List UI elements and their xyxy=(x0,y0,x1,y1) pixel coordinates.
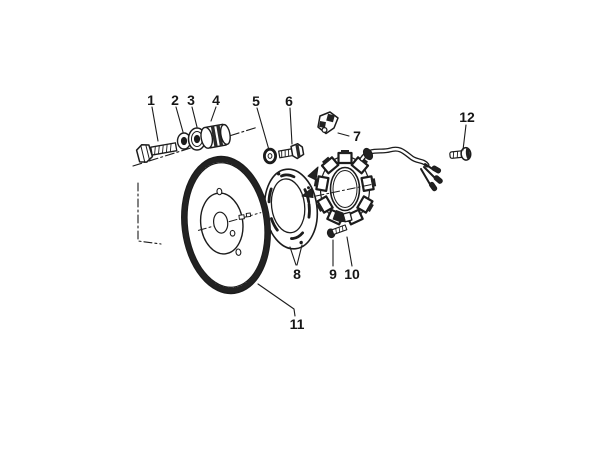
cable-grommet xyxy=(362,147,374,161)
part-number-label-4: 4 xyxy=(212,92,220,108)
part-washer-small xyxy=(176,132,192,150)
part-small-screw xyxy=(326,215,348,239)
center-bore xyxy=(213,211,229,234)
part-stator xyxy=(301,150,377,226)
part-number-label-6: 6 xyxy=(285,93,293,109)
part-number-label-12: 12 xyxy=(459,109,475,125)
part-number-label-9: 9 xyxy=(329,266,337,282)
part-number-label-8: 8 xyxy=(293,266,301,282)
wire-connectors xyxy=(428,165,443,192)
part-flywheel xyxy=(181,155,271,295)
part-hub-sleeve xyxy=(200,123,231,149)
part-number-label-11: 11 xyxy=(289,316,305,332)
part-number-label-3: 3 xyxy=(187,92,195,108)
leader-lines xyxy=(151,106,467,317)
ring-gear-teeth xyxy=(182,157,270,293)
part-hex-bolt xyxy=(135,142,178,163)
part-number-label-2: 2 xyxy=(171,92,179,108)
part-hex-screw xyxy=(278,142,305,160)
part-number-label-5: 5 xyxy=(252,93,260,109)
part-small-nut xyxy=(338,215,346,223)
part-grommet-washer xyxy=(262,147,277,165)
part-bracket xyxy=(317,111,339,135)
part-number-label-10: 10 xyxy=(344,266,360,282)
part-number-label-1: 1 xyxy=(147,92,155,108)
part-number-label-7: 7 xyxy=(353,128,361,144)
part-cover-ring xyxy=(263,168,319,250)
part-screw-12 xyxy=(449,146,472,161)
wiring-harness xyxy=(359,146,443,192)
